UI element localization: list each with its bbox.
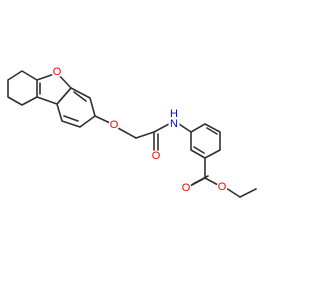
amide-hydrogen-background: [168, 108, 180, 120]
amide-carbonyl-oxygen-background: [150, 150, 162, 162]
bond: [56, 87, 96, 128]
bond: [7, 70, 38, 106]
amide-carbonyl-oxygen-label: O: [152, 150, 161, 162]
bond: [190, 123, 221, 159]
atom-label-layer: O O O NH O O: [51, 66, 228, 194]
amide-nitrogen-label: N: [170, 118, 178, 130]
bond: [204, 177, 219, 186]
ester-oxygen-background: [216, 181, 228, 193]
bond: [206, 127, 218, 135]
bond: [73, 91, 87, 102]
bond: [153, 123, 170, 133]
bond: [239, 188, 257, 198]
bond: [117, 127, 137, 139]
ether-oxygen-background: [108, 119, 120, 131]
bond: [225, 187, 241, 198]
amide-nitrogen-background: [168, 118, 180, 130]
amide-hydrogen-label: H: [170, 108, 178, 120]
bond-layer: [7, 70, 257, 198]
ester-oxygen-label: O: [218, 181, 227, 193]
molecule-drawing: O O O NH O O: [7, 66, 257, 198]
ether-oxygen-label: O: [110, 119, 119, 131]
furan-oxygen-background: [51, 66, 63, 78]
bond: [193, 146, 205, 154]
bond: [94, 115, 111, 124]
bond: [192, 175, 209, 185]
bond: [63, 115, 79, 122]
ester-carbonyl-oxygen-background: [180, 182, 192, 194]
bond: [178, 123, 192, 133]
ester-carbonyl-oxygen-label: O: [182, 182, 191, 194]
furan-oxygen-label: O: [53, 66, 62, 78]
bond: [135, 131, 155, 139]
